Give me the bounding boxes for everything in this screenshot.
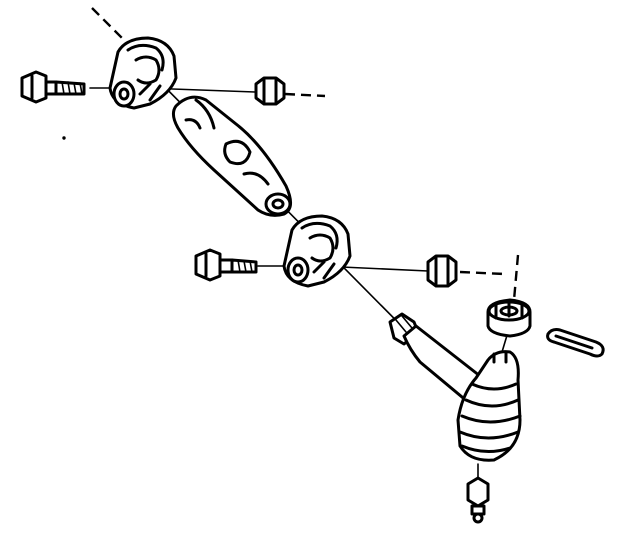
lower-clamp-icon xyxy=(282,214,352,288)
adjuster-sleeve-icon xyxy=(171,95,292,217)
lower-bolt-icon xyxy=(194,248,258,282)
upper-bolt-icon xyxy=(20,70,86,104)
tie-rod-end-icon xyxy=(388,312,522,462)
grease-fitting-icon xyxy=(466,463,490,524)
castle-nut-icon xyxy=(486,298,532,338)
upper-clamp-icon xyxy=(108,36,178,110)
cotter-pin-icon xyxy=(546,328,605,358)
stray-mark xyxy=(62,136,66,140)
upper-nut-icon xyxy=(254,76,286,106)
lower-nut-icon xyxy=(426,254,458,288)
